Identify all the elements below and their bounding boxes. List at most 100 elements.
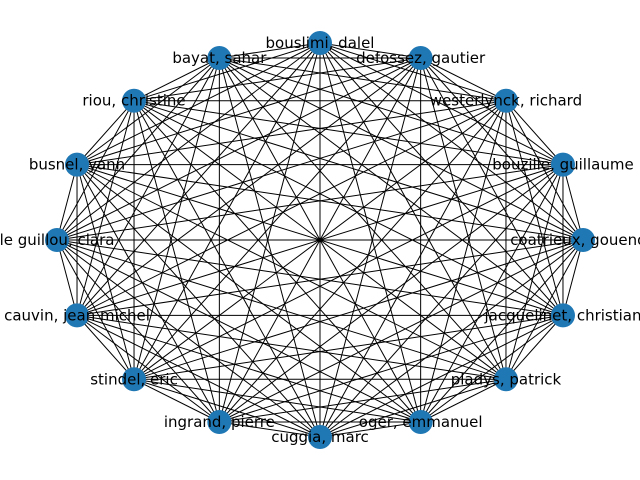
edge-coatrieux-gouenou--cauvin-jean-michel [76,239,584,316]
edge-bouslimi-dalel--busnel-yann [76,42,321,166]
edge-bouslimi-dalel--oger-emmanuel [319,42,422,423]
edge-pladys-patrick--bayat-sahar [218,57,507,380]
edge-bouzille-guillaume--stindel-eric [133,164,564,380]
node-label-stindel-eric: stindel, eric [90,370,178,388]
edge-cuggia-marc--stindel-eric [133,378,321,438]
node-label-bouslimi-dalel: bouslimi, dalel [266,34,375,52]
edge-westerlynck-richard--bouzille-guillaume [505,100,564,165]
edge-cuggia-marc--ingrand-pierre [219,421,321,438]
edge-le-guillou-clara--riou-christine [56,100,135,241]
edge-ingrand-pierre--busnel-yann [76,164,220,423]
edge-pladys-patrick--busnel-yann [76,164,507,380]
edge-cuggia-marc--bayat-sahar [218,57,321,438]
node-label-bouzille-guillaume: bouzille, guillaume [492,156,633,174]
edge-westerlynck-richard--jacquelinet-christian [505,100,564,316]
node-bouzille-guillaume [550,152,575,177]
edge-defossez-gautier--coatrieux-gouenou [420,57,584,241]
node-label-westerlynck-richard: westerlynck, richard [430,92,582,110]
edge-cauvin-jean-michel--riou-christine [76,100,135,316]
node-ingrand-pierre [207,410,232,435]
node-label-defossez-gautier: defossez, gautier [356,49,486,67]
node-label-busnel-yann: busnel, yann [29,156,125,174]
edge-le-guillou-clara--busnel-yann [56,164,78,241]
edge-ingrand-pierre--le-guillou-clara [56,239,220,423]
edge-ingrand-pierre--cauvin-jean-michel [76,314,220,423]
node-label-coatrieux-gouenou: coatrieux, gouenou [510,231,640,249]
edge-riou-christine--bayat-sahar [133,57,220,102]
edge-oger-emmanuel--cuggia-marc [319,421,421,438]
node-busnel-yann [65,152,90,177]
node-riou-christine [122,88,147,113]
node-label-riou-christine: riou, christine [82,92,185,110]
edge-bouslimi-dalel--defossez-gautier [319,42,421,59]
node-jacquelinet-christian [550,303,575,328]
edge-bouslimi-dalel--ingrand-pierre [218,42,321,423]
edge-defossez-gautier--westerlynck-richard [420,57,507,102]
edge-bouzille-guillaume--pladys-patrick [505,164,564,380]
edge-ingrand-pierre--riou-christine [133,100,220,423]
node-bayat-sahar [207,45,232,70]
edge-stindel-eric--le-guillou-clara [56,239,135,380]
edge-oger-emmanuel--bayat-sahar [218,57,422,423]
edge-stindel-eric--busnel-yann [76,164,135,380]
edge-stindel-eric--cauvin-jean-michel [76,315,135,380]
node-pladys-patrick [493,367,518,392]
edge-jacquelinet-christian--pladys-patrick [505,315,564,380]
node-oger-emmanuel [408,410,433,435]
edge-jacquelinet-christian--cuggia-marc [319,314,564,438]
edge-westerlynck-richard--cauvin-jean-michel [76,100,507,316]
edge-le-guillou-clara--bayat-sahar [56,57,220,241]
edge-coatrieux-gouenou--busnel-yann [76,164,584,241]
node-label-cauvin-jean-michel: cauvin, jean michel [4,306,150,324]
edge-coatrieux-gouenou--jacquelinet-christian [562,239,584,316]
node-label-ingrand-pierre: ingrand, pierre [164,413,275,431]
edge-jacquelinet-christian--riou-christine [133,100,564,316]
node-cuggia-marc [308,425,332,449]
edge-jacquelinet-christian--bayat-sahar [219,57,564,316]
node-label-bayat-sahar: bayat, sahar [172,49,267,67]
node-layer [45,31,595,449]
edge-oger-emmanuel--riou-christine [133,100,422,423]
node-bouslimi-dalel [308,31,332,55]
edge-pladys-patrick--oger-emmanuel [420,378,507,423]
edge-defossez-gautier--cuggia-marc [319,57,422,438]
edge-cauvin-jean-michel--bayat-sahar [76,57,220,316]
edge-defossez-gautier--stindel-eric [133,57,422,380]
node-label-oger-emmanuel: oger, emmanuel [359,413,483,431]
edge-defossez-gautier--riou-christine [133,57,421,102]
edge-cauvin-jean-michel--le-guillou-clara [56,239,78,316]
edge-oger-emmanuel--le-guillou-clara [56,239,421,423]
edge-coatrieux-gouenou--riou-christine [133,100,584,241]
edge-ingrand-pierre--stindel-eric [133,378,220,423]
edge-bouzille-guillaume--bayat-sahar [219,57,564,166]
edge-cuggia-marc--cauvin-jean-michel [76,314,321,438]
node-cauvin-jean-michel [65,303,90,328]
node-stindel-eric [122,367,147,392]
edge-westerlynck-richard--ingrand-pierre [218,100,507,423]
edge-layer [56,42,584,438]
node-label-le-guillou-clara: le guillou, clara [0,231,114,249]
node-label-pladys-patrick: pladys, patrick [451,370,562,388]
node-label-jacquelinet-christian: jacquelinet, christian [483,306,640,324]
node-label-cuggia-marc: cuggia, marc [271,428,369,446]
edge-bouzille-guillaume--coatrieux-gouenou [562,164,584,241]
edge-coatrieux-gouenou--oger-emmanuel [420,239,584,423]
edge-busnel-yann--riou-christine [76,100,135,165]
edge-jacquelinet-christian--le-guillou-clara [56,239,564,316]
edge-cuggia-marc--busnel-yann [76,164,321,438]
edge-bouslimi-dalel--bouzille-guillaume [319,42,564,166]
edge-pladys-patrick--ingrand-pierre [219,378,507,423]
node-defossez-gautier [408,45,433,70]
edge-oger-emmanuel--stindel-eric [133,378,421,423]
node-le-guillou-clara [45,228,69,252]
edge-bouzille-guillaume--le-guillou-clara [56,164,564,241]
node-coatrieux-gouenou [571,228,595,252]
edge-busnel-yann--bayat-sahar [76,57,220,166]
edge-stindel-eric--bayat-sahar [133,57,220,380]
edge-bouslimi-dalel--bayat-sahar [219,42,321,59]
node-westerlynck-richard [493,88,518,113]
edge-westerlynck-richard--bayat-sahar [219,57,507,102]
edge-coatrieux-gouenou--bayat-sahar [219,57,584,241]
